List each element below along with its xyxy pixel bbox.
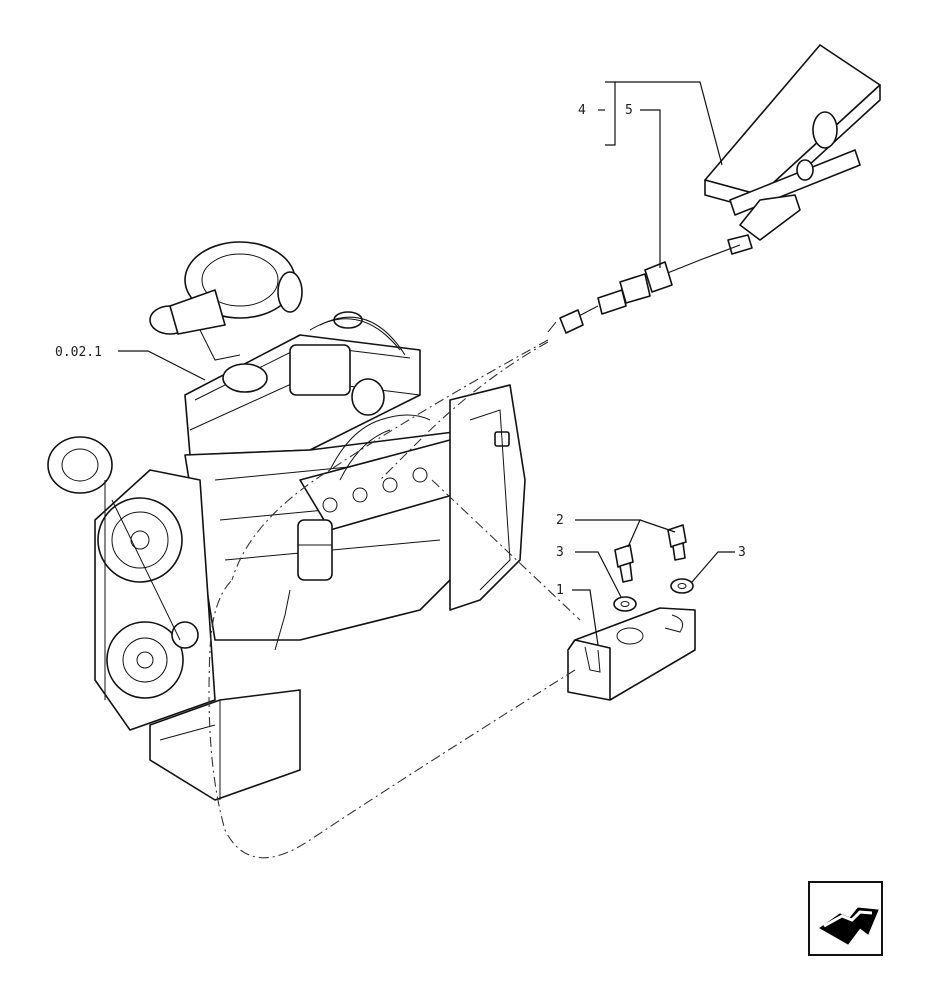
dipstick bbox=[274, 589, 291, 651]
assembly-lines bbox=[208, 339, 581, 859]
front-pulleys bbox=[47, 436, 216, 731]
flywheel-housing bbox=[449, 384, 526, 611]
callout-assembly: 4 bbox=[578, 103, 586, 118]
callout-bolt: 2 bbox=[556, 513, 564, 528]
turbocharger bbox=[149, 241, 303, 361]
callout-bracket: 1 bbox=[556, 583, 564, 598]
washer-left bbox=[613, 596, 637, 612]
cylinder-head bbox=[184, 311, 421, 456]
throttle-cable bbox=[547, 234, 753, 334]
leader-lines bbox=[118, 81, 735, 646]
engine-block bbox=[184, 414, 471, 641]
engine-illustration bbox=[47, 241, 526, 801]
callout-washer-right: 3 bbox=[738, 545, 746, 560]
next-page-arrow-icon[interactable] bbox=[808, 881, 883, 956]
bolt-left bbox=[614, 544, 634, 583]
accelerator-pedal bbox=[704, 44, 881, 241]
callout-washer-left: 3 bbox=[556, 545, 564, 560]
oil-pan bbox=[149, 689, 301, 801]
callout-cable: 5 bbox=[625, 103, 633, 118]
callout-ref-engine: 0.02.1 bbox=[55, 345, 102, 360]
mounting-bracket bbox=[567, 607, 696, 701]
bolt-right bbox=[667, 524, 687, 561]
washer-right bbox=[670, 578, 694, 594]
